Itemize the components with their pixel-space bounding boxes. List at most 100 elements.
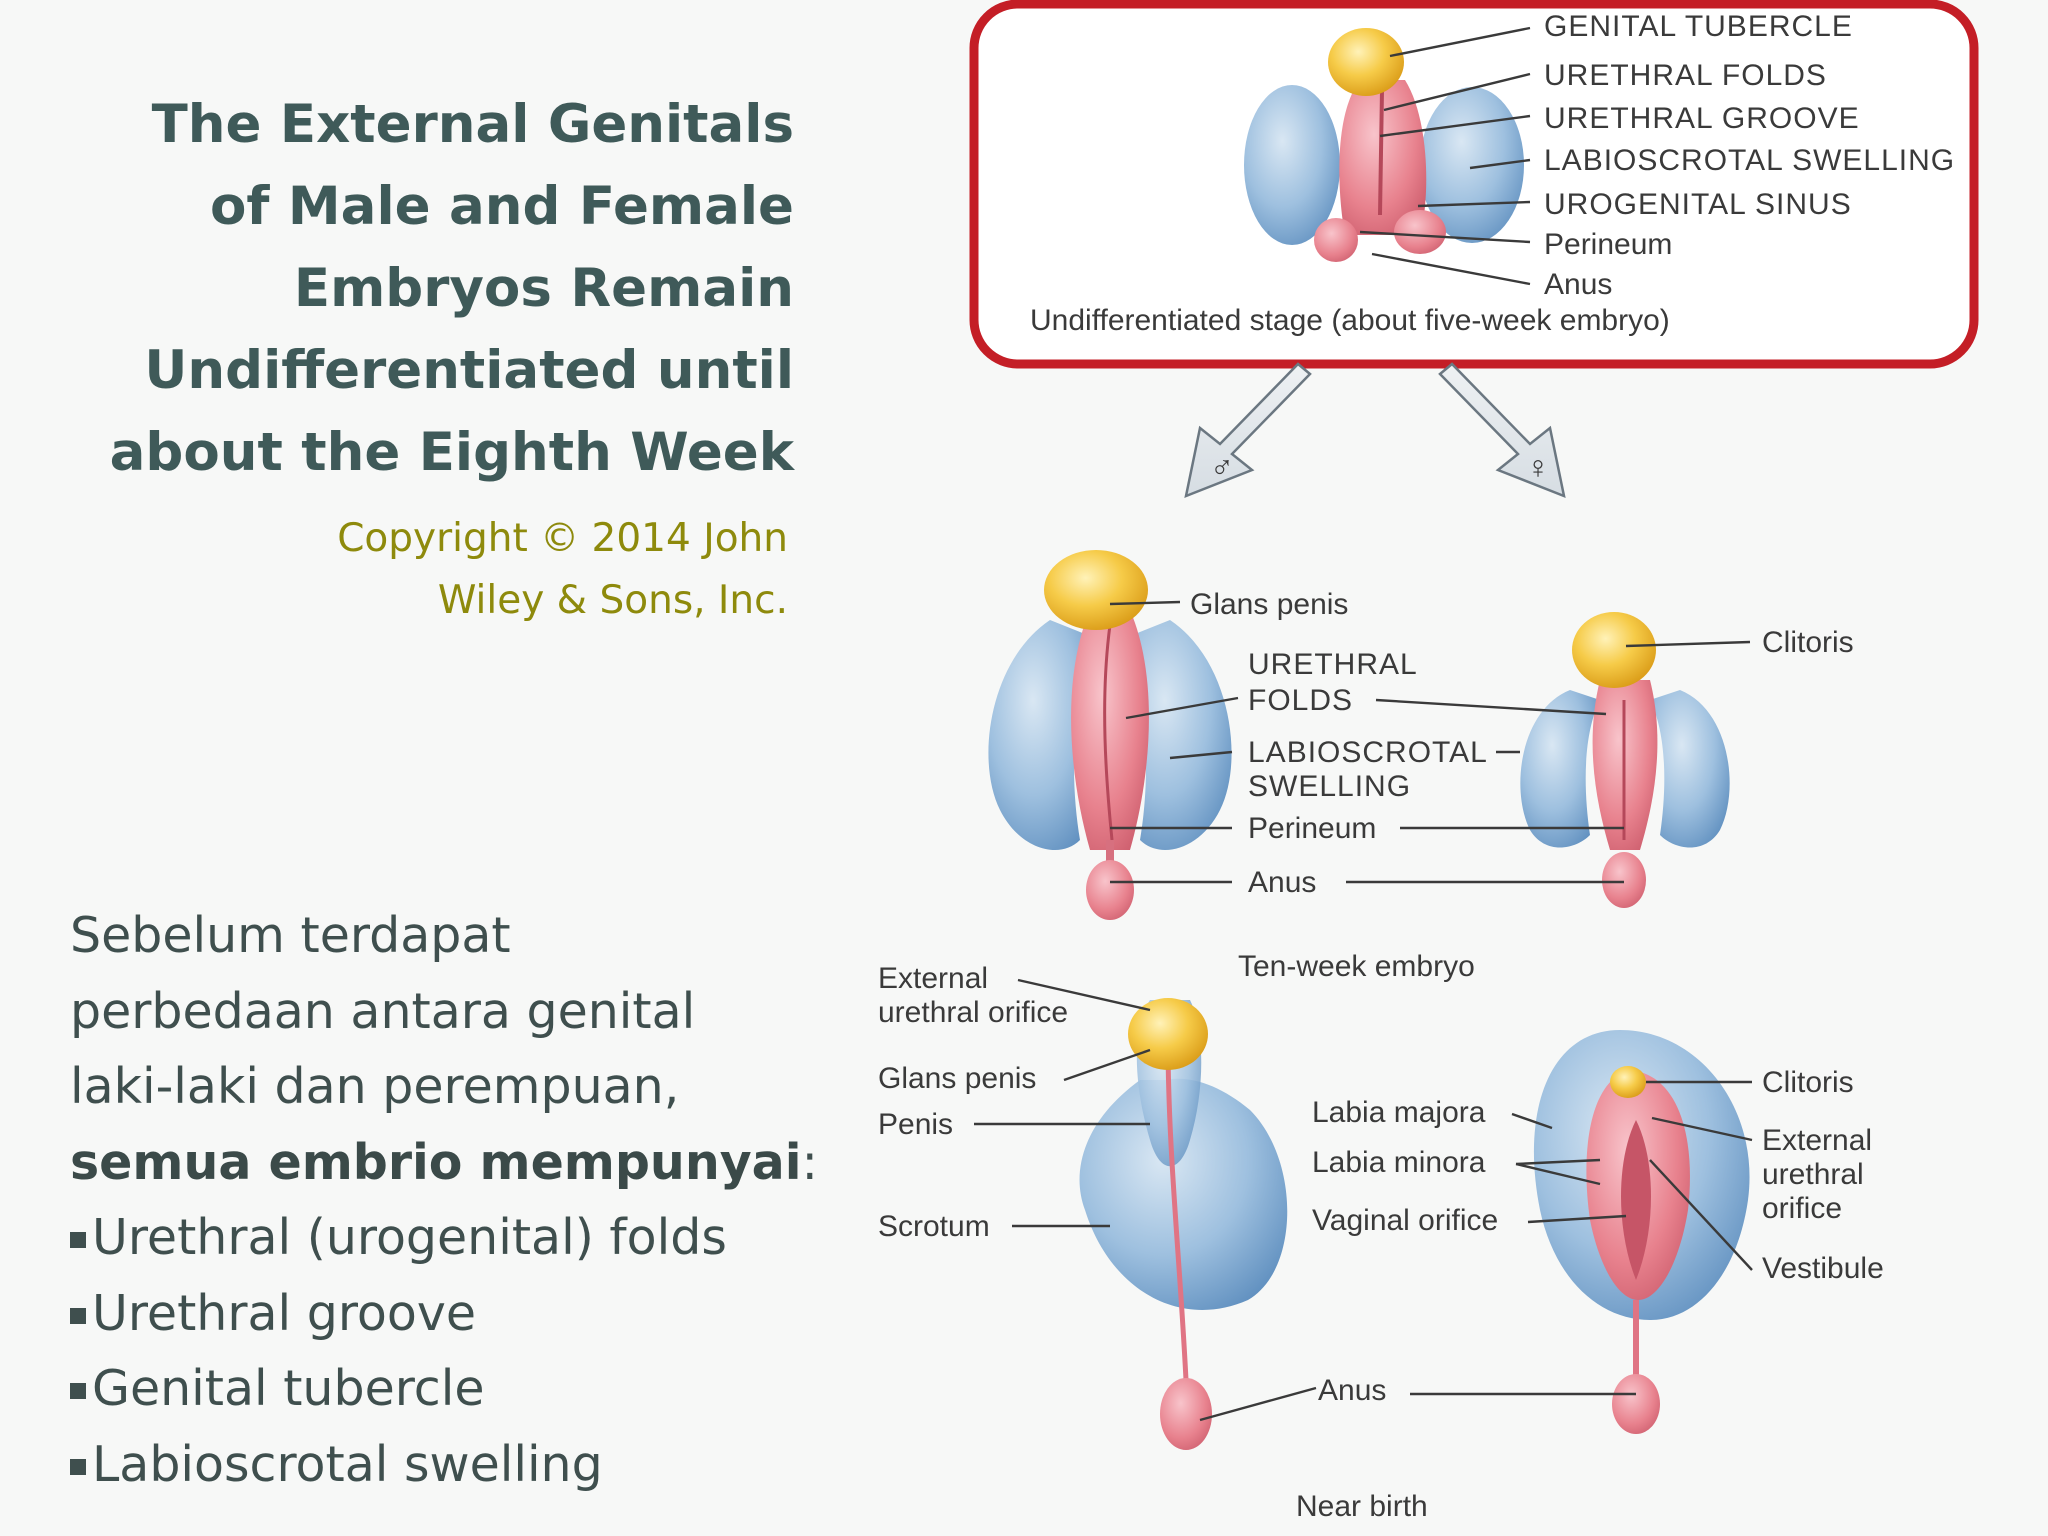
ten-week-female-illustration xyxy=(1520,612,1730,908)
ten-week-leaders xyxy=(1109,600,1751,884)
label-clitoris-near-birth: Clitoris xyxy=(1762,1066,1854,1099)
urethral-groove-shape xyxy=(1378,89,1384,216)
label-perineum: Perineum xyxy=(1544,228,1672,261)
label-labioscrotal-swelling: LABIOSCROTAL SWELLING xyxy=(1544,144,1955,177)
bullet-item: Urethral groove xyxy=(70,1276,850,1352)
label-external-urethral-orifice-female-2: urethral xyxy=(1762,1158,1864,1191)
urogenital-sinus-shape xyxy=(1394,210,1446,254)
male-symbol-icon: ♂ xyxy=(1210,449,1234,485)
body-line-bold: semua embrio mempunyai: xyxy=(70,1125,850,1201)
label-anus-ten-week: Anus xyxy=(1248,866,1316,899)
title-line: of Male and Female xyxy=(210,176,794,237)
label-urethral-groove: URETHRAL GROOVE xyxy=(1544,102,1860,135)
undifferentiated-leaders xyxy=(1359,26,1531,286)
label-vestibule: Vestibule xyxy=(1762,1252,1884,1285)
label-glans-penis: Glans penis xyxy=(1190,588,1348,621)
near-birth-caption: Near birth xyxy=(1296,1490,1428,1523)
female-right-swelling-shape xyxy=(1650,690,1730,848)
ten-week-labels: Glans penis URETHRAL FOLDS LABIOSCROTAL … xyxy=(1190,588,1854,983)
label-folds: FOLDS xyxy=(1248,684,1353,717)
male-left-swelling-shape xyxy=(988,620,1100,850)
label-perineum-ten-week: Perineum xyxy=(1248,812,1376,845)
bullet-item: Genital tubercle xyxy=(70,1351,850,1427)
bullet-item: Labioscrotal swelling xyxy=(70,1427,850,1503)
female-anus-shape xyxy=(1602,852,1646,908)
near-birth-glans-shape xyxy=(1128,998,1208,1070)
female-near-birth-anus-shape xyxy=(1612,1374,1660,1434)
female-arrow-shape xyxy=(1438,362,1566,499)
label-labia-minora: Labia minora xyxy=(1312,1146,1486,1179)
bullet-square-icon xyxy=(70,1383,86,1399)
vaginal-orifice-shape xyxy=(1621,1120,1651,1280)
genital-tubercle-shape xyxy=(1328,28,1404,96)
bullet-text: Labioscrotal swelling xyxy=(92,1435,603,1493)
clitoris-shape xyxy=(1572,612,1656,688)
bold-phrase: semua embrio mempunyai xyxy=(70,1133,802,1191)
near-birth-labels: External urethral orifice Glans penis Pe… xyxy=(878,962,1884,1523)
colon: : xyxy=(801,1133,819,1191)
label-urethral-folds: URETHRAL FOLDS xyxy=(1544,59,1827,92)
label-swelling: SWELLING xyxy=(1248,770,1411,803)
bullet-text: Urethral groove xyxy=(92,1284,476,1342)
scrotum-shape xyxy=(1079,1078,1288,1310)
male-anus-shape xyxy=(1086,860,1134,920)
near-birth-clitoris-shape xyxy=(1610,1066,1646,1098)
near-birth-leaders xyxy=(974,978,1753,1422)
male-raphe-shape xyxy=(1165,1039,1189,1381)
male-groove-shape xyxy=(1103,624,1114,841)
near-birth-female-illustration xyxy=(1533,1030,1750,1434)
body-text: Sebelum terdapat perbedaan antara genita… xyxy=(70,898,850,1502)
ten-week-caption: Ten-week embryo xyxy=(1238,950,1475,983)
ten-week-male-illustration xyxy=(988,550,1232,920)
female-arrow: ♀ xyxy=(1438,362,1566,499)
label-urogenital-sinus: UROGENITAL SINUS xyxy=(1544,188,1852,221)
title-line: The External Genitals xyxy=(151,94,794,155)
bullet-square-icon xyxy=(70,1458,86,1475)
label-scrotum: Scrotum xyxy=(878,1210,990,1243)
female-symbol-icon: ♀ xyxy=(1526,449,1550,485)
body-line: perbedaan antara genital xyxy=(70,982,696,1040)
male-right-swelling-shape xyxy=(1120,620,1232,850)
label-external-urethral-orifice-male-2: urethral orifice xyxy=(878,996,1068,1029)
body-line: Sebelum terdapat xyxy=(70,907,511,964)
copyright-notice: Copyright © 2014 John Wiley & Sons, Inc. xyxy=(180,508,788,632)
bullet-square-icon xyxy=(70,1307,86,1324)
male-glans-shape xyxy=(1044,550,1148,630)
female-left-swelling-shape xyxy=(1520,690,1600,848)
label-external-urethral-orifice-female-1: External xyxy=(1762,1124,1872,1157)
label-labia-majora: Labia majora xyxy=(1312,1096,1486,1129)
label-clitoris-ten-week: Clitoris xyxy=(1762,626,1854,659)
male-urethral-folds-shape xyxy=(1071,610,1149,850)
title-line: Undifferentiated until xyxy=(144,340,794,401)
label-genital-tubercle: GENITAL TUBERCLE xyxy=(1544,10,1853,43)
title-line: about the Eighth Week xyxy=(109,422,794,483)
label-glans-penis-near-birth: Glans penis xyxy=(878,1062,1036,1095)
copyright-line: Wiley & Sons, Inc. xyxy=(437,578,788,623)
label-anus-near-birth: Anus xyxy=(1318,1374,1386,1407)
label-penis: Penis xyxy=(878,1108,953,1141)
male-arrow-shape xyxy=(1184,362,1312,499)
label-labioscrotal: LABIOSCROTAL xyxy=(1248,736,1488,769)
undifferentiated-labels: GENITAL TUBERCLE URETHRAL FOLDS URETHRAL… xyxy=(1030,10,1955,337)
male-arrow: ♂ xyxy=(1184,362,1312,499)
bullet-item: Urethral (urogenital) folds xyxy=(70,1200,850,1276)
slide-title: The External Genitals of Male and Female… xyxy=(100,84,794,494)
left-labioscrotal-swelling-shape xyxy=(1244,85,1340,245)
label-urethral: URETHRAL xyxy=(1248,648,1418,681)
label-vaginal-orifice: Vaginal orifice xyxy=(1312,1204,1498,1237)
label-anus: Anus xyxy=(1544,268,1612,301)
bullet-text: Urethral (urogenital) folds xyxy=(92,1209,727,1266)
label-external-urethral-orifice-female-3: orifice xyxy=(1762,1192,1842,1225)
undifferentiated-caption: Undifferentiated stage (about five-week … xyxy=(1030,304,1670,337)
bullet-text: Genital tubercle xyxy=(92,1360,485,1417)
copyright-line: Copyright © 2014 John xyxy=(337,516,788,561)
bullet-square-icon xyxy=(70,1232,86,1248)
title-line: Embryos Remain xyxy=(293,258,794,319)
near-birth-male-illustration xyxy=(1079,998,1288,1450)
male-near-birth-anus-shape xyxy=(1160,1378,1212,1450)
label-external-urethral-orifice-male-1: External xyxy=(878,962,988,995)
perineum-shape xyxy=(1314,218,1358,262)
body-line: laki-laki dan perempuan, xyxy=(70,1058,680,1115)
